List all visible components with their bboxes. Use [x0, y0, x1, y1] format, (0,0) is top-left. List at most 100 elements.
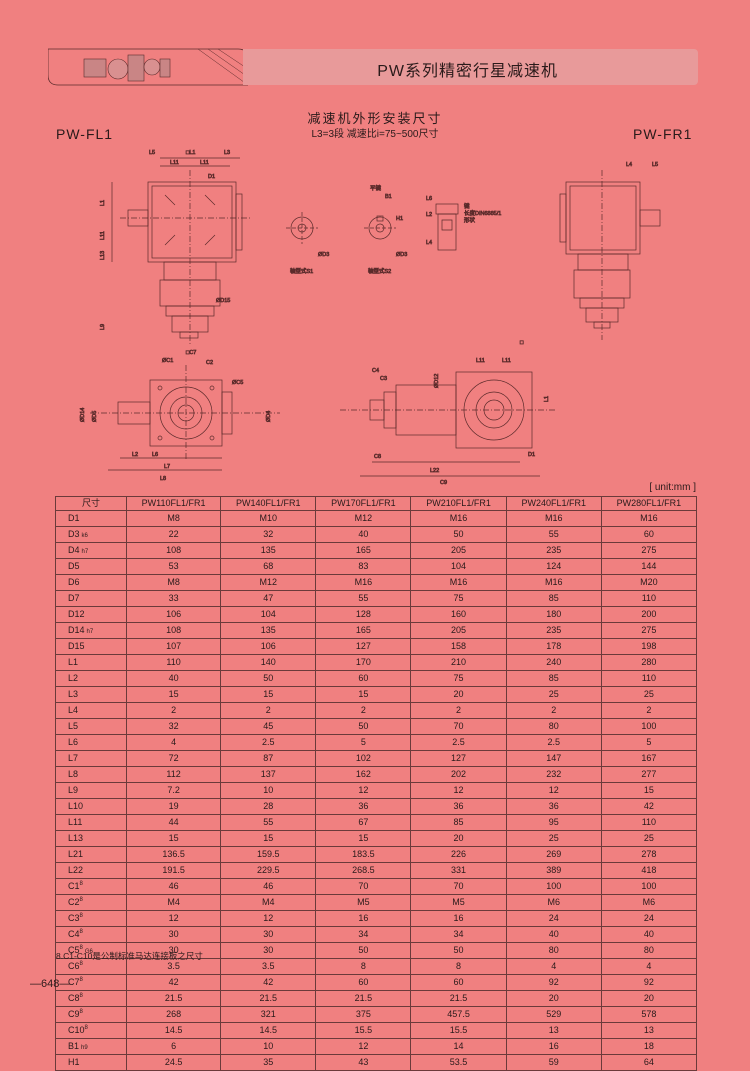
table-cell: 280: [600, 654, 698, 671]
table-cell: 83: [315, 558, 412, 575]
row-label-sup: 8: [79, 945, 83, 951]
table-cell: 47: [220, 590, 317, 607]
row-label-text: L10: [68, 801, 84, 811]
row-label-text: L11: [68, 817, 83, 827]
technical-drawings: L5 □L1 L11 L11 L3 D1 L1 L11 L13 ØD15 L9 …: [80, 150, 661, 485]
table-cell: M4: [220, 894, 317, 911]
table-cell: 108: [125, 622, 222, 639]
table-cell: 55: [315, 590, 412, 607]
table-cell: 15: [315, 686, 412, 703]
table-cell: 277: [600, 766, 698, 783]
row-label: L21: [55, 846, 127, 863]
table-cell: 147: [505, 750, 602, 767]
row-label-sup: 8: [79, 929, 83, 935]
front-dim-l2-label: L2: [132, 452, 138, 458]
table-cell: 110: [600, 670, 698, 687]
row-label: L2: [55, 670, 127, 687]
model-label-left: PW-FL1: [56, 126, 114, 142]
dim-d15-label: ØD15: [216, 298, 230, 304]
row-label-text: C2: [68, 897, 80, 907]
table-cell: 67: [315, 814, 412, 831]
table-cell: 135: [220, 542, 317, 559]
table-cell: 7.2: [125, 782, 222, 799]
dim-c1-label: ØC1: [162, 358, 173, 364]
gearbox-logo-icon: [83, 54, 171, 82]
table-cell: 25: [600, 686, 698, 703]
row-label-text: L2: [68, 673, 79, 683]
table-cell: 135: [220, 622, 317, 639]
row-label: L22: [55, 862, 127, 879]
table-cell: 4: [125, 734, 222, 751]
table-cell: 68: [220, 558, 317, 575]
footnote: 8.C1-C10是公制标准马达连接板之尺寸: [56, 951, 203, 961]
table-cell: 46: [220, 878, 317, 895]
row-label-text: H1: [68, 1057, 80, 1067]
table-cell: 178: [505, 638, 602, 655]
row-label-text: C10: [68, 1025, 85, 1035]
table-cell: 53.5: [410, 1054, 507, 1071]
table-cell: 92: [600, 974, 698, 991]
table-cell: 30: [220, 926, 317, 943]
row-label: L11: [55, 814, 127, 831]
col-header: PW210FL1/FR1: [410, 496, 507, 511]
table-cell: 40: [505, 926, 602, 943]
table-cell: 36: [410, 798, 507, 815]
dim-d3-s2-label: ØD3: [396, 252, 407, 258]
table-cell: M16: [410, 510, 507, 527]
table-cell: 418: [600, 862, 698, 879]
fr1-dim-l4-label: L4: [626, 162, 632, 168]
dim-l1-label: L1: [100, 200, 106, 206]
table-cell: 3.5: [220, 958, 317, 975]
row-label: D12: [55, 606, 127, 623]
table-cell: 20: [410, 686, 507, 703]
dim-d1-label: D1: [208, 174, 215, 180]
front-dim-l6-label: L6: [152, 452, 158, 458]
row-label-sup: 8: [79, 977, 83, 983]
table-cell: 269: [505, 846, 602, 863]
table-cell: 100: [600, 718, 698, 735]
table-cell: 198: [600, 638, 698, 655]
row-label: L1: [55, 654, 127, 671]
table-cell: M20: [600, 574, 698, 591]
table-cell: 50: [315, 942, 412, 959]
table-cell: 110: [600, 814, 698, 831]
table-cell: 2: [410, 702, 507, 719]
dim-c4-label: C4: [372, 368, 379, 374]
table-cell: 32: [220, 526, 317, 543]
dim-l11-label: L11: [170, 160, 179, 166]
table-cell: 14.5: [125, 1022, 222, 1039]
table-cell: M5: [410, 894, 507, 911]
table-cell: 25: [505, 686, 602, 703]
table-cell: 278: [600, 846, 698, 863]
row-label: H1: [55, 1054, 127, 1071]
table-cell: 2: [505, 702, 602, 719]
section-subtitle: L3=3段 减速比i=75~500尺寸: [311, 129, 439, 140]
table-cell: 12: [410, 782, 507, 799]
table-cell: 205: [410, 622, 507, 639]
table-cell: 60: [315, 974, 412, 991]
table-cell: 128: [315, 606, 412, 623]
row-label-text: C8: [68, 993, 80, 1003]
row-label-text: C5: [68, 945, 80, 955]
table-cell: 2.5: [410, 734, 507, 751]
table-cell: 108: [125, 542, 222, 559]
table-cell: M10: [220, 510, 317, 527]
row-label-text: C6: [68, 961, 80, 971]
table-cell: 229.5: [220, 862, 317, 879]
table-cell: 22: [125, 526, 222, 543]
row-label-text: L22: [68, 865, 84, 875]
table-cell: 136.5: [125, 846, 222, 863]
row-label-text: D12: [68, 609, 85, 619]
table-cell: 2: [315, 702, 412, 719]
table-cell: 42: [220, 974, 317, 991]
